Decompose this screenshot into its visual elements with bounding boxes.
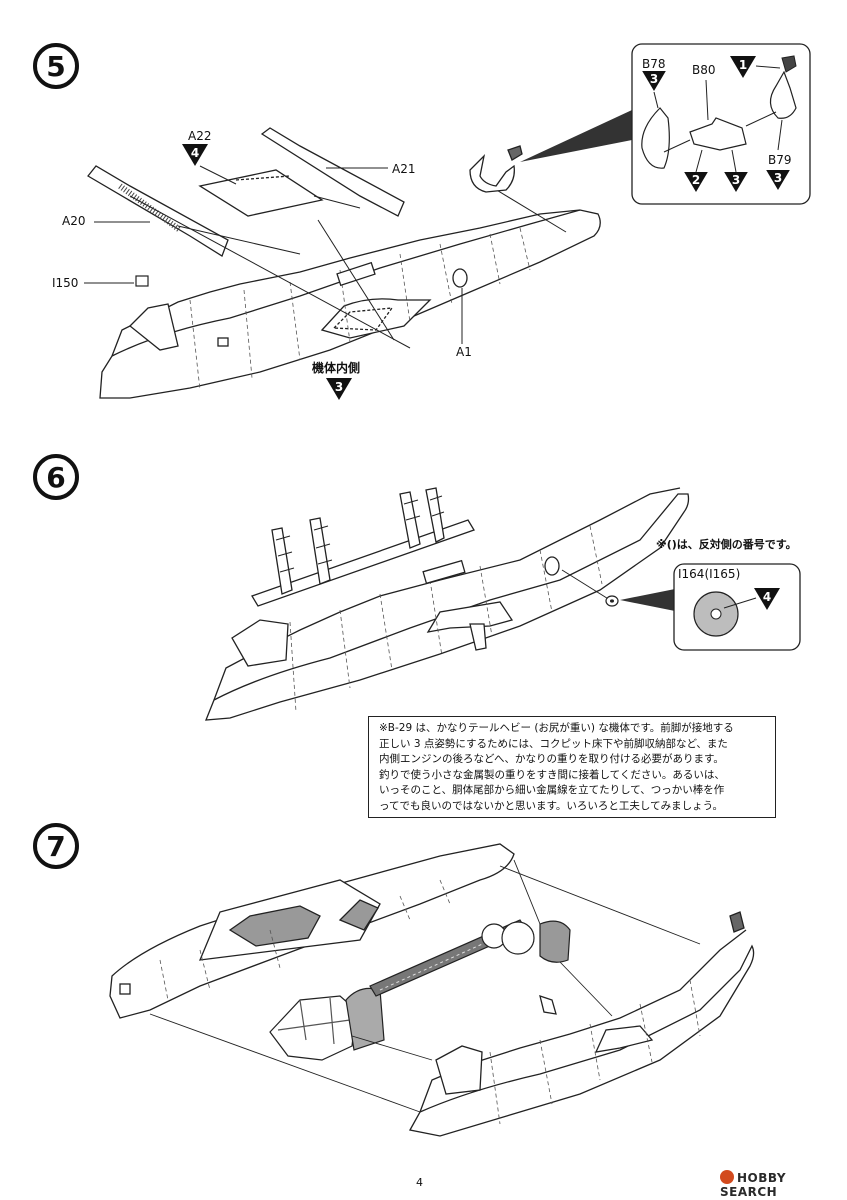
label-b78: B78	[642, 57, 666, 71]
triangle-interior-number: 3	[335, 380, 343, 394]
label-interior-side: 機体内側	[312, 360, 360, 375]
label-a22: A22	[188, 129, 211, 143]
step-5-number: 5	[46, 50, 65, 83]
label-a1: A1	[456, 345, 472, 359]
note-line-1: ※B-29 は、かなりテールヘビー (お尻が重い) な機体です。前脚が接地する	[379, 722, 734, 734]
note-line-3: 内側エンジンの後ろなどへ、かなりの重りを取り付ける必要があります。	[379, 753, 724, 766]
floor-a22	[198, 169, 324, 217]
triangle-b80-left-number: 2	[692, 173, 700, 187]
step-7-badge: 7	[33, 823, 79, 869]
label-a20: A20	[62, 214, 85, 228]
triangle-b80-right-number: 3	[732, 173, 740, 187]
seat-detail-inset: B78 3 B80 2 3 1 B79 3	[631, 43, 811, 205]
label-b79: B79	[768, 153, 792, 167]
note-line-5: いっそのこと、胴体尾部から細い金属線を立てたりして、つっかい棒を作	[379, 784, 725, 797]
watermark-text: HOBBY SEARCH	[720, 1171, 787, 1199]
step-5: 5	[33, 43, 811, 400]
fuselage-step6	[205, 487, 690, 721]
part-1	[781, 55, 797, 73]
step-6-number: 6	[46, 461, 65, 494]
part-b80	[689, 117, 747, 151]
guide-lines-step5	[129, 185, 567, 349]
page-number: 4	[416, 1176, 423, 1189]
bomb-racks	[251, 487, 475, 607]
step-7: 7	[33, 823, 755, 1137]
part-i150	[135, 275, 149, 287]
triangle-b78-number: 3	[650, 72, 658, 86]
step-7-number: 7	[46, 830, 65, 863]
triangle-b79-number: 3	[774, 171, 782, 185]
label-a21: A21	[392, 162, 415, 176]
watermark-logo-icon	[720, 1170, 734, 1184]
seat-assembly	[469, 145, 523, 193]
step-6-badge: 6	[33, 454, 79, 500]
note-line-4: 釣りで使う小さな金属製の重りをすき間に接着してください。あるいは、	[379, 768, 725, 781]
washer-detail-box: I164(I165) 4	[673, 563, 801, 651]
step-6: 6 I164(I165)	[33, 454, 801, 721]
triangle-part1-number: 1	[739, 58, 747, 72]
triangle-a22-number: 4	[191, 146, 199, 160]
note-line-6: ってでも良いのではないかと思います。いろいろと工夫してみましょう。	[379, 799, 723, 812]
guide-line-i164	[561, 569, 611, 601]
guide-lines-step7	[149, 859, 701, 1113]
washer-i164	[605, 595, 619, 607]
tail-heavy-note: ※B-29 は、かなりテールヘビー (お尻が重い) な機体です。前脚が接地する …	[368, 716, 776, 818]
detail-pointer-step6	[620, 588, 680, 612]
part-b78	[641, 107, 670, 169]
step-6-footnote: ※()は、反対側の番号です。	[656, 538, 797, 551]
label-b80: B80	[692, 63, 716, 77]
label-i150: I150	[52, 276, 78, 290]
watermark: HOBBY SEARCH	[720, 1170, 847, 1199]
fuselage-right-half-step7	[408, 911, 755, 1137]
cockpit-interior	[269, 987, 385, 1061]
bomb-bay-tunnel	[369, 919, 571, 997]
part-b79	[769, 70, 797, 119]
triangle-i164-number: 4	[763, 590, 771, 604]
note-line-2: 正しい 3 点姿勢にするためには、コクピット床下や前脚収納部など、また	[379, 737, 728, 750]
fuselage-left-half-step7	[109, 843, 515, 1019]
step-5-badge: 5	[33, 43, 79, 89]
zoom-pointer	[520, 110, 632, 162]
label-i164: I164(I165)	[678, 567, 740, 581]
fuselage-half-step5	[99, 209, 601, 399]
bulkhead-a21	[260, 127, 405, 217]
